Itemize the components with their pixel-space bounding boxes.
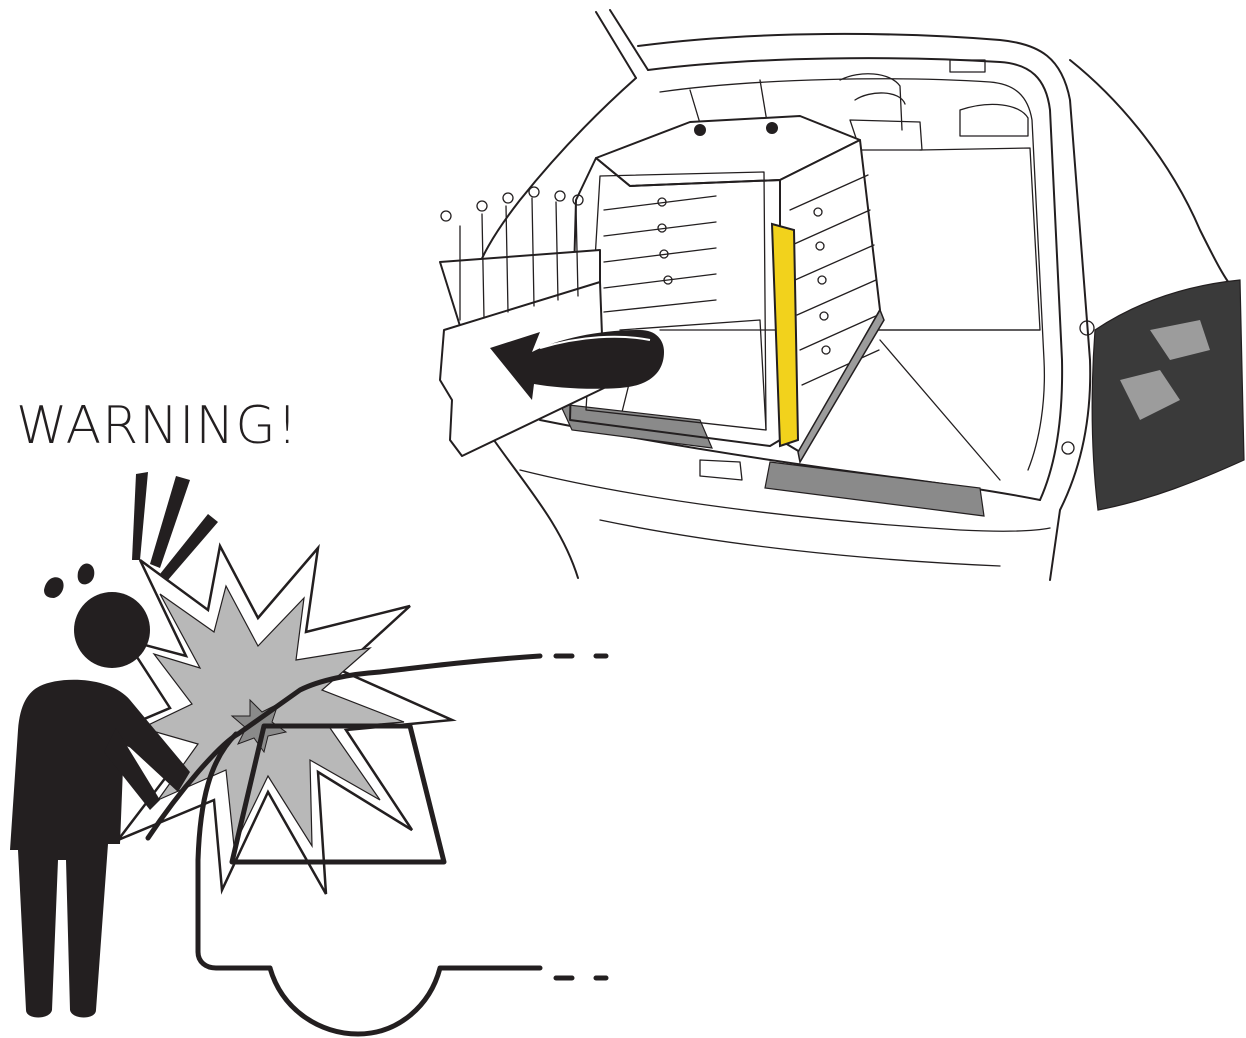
warning-heading: WARNING! <box>16 400 299 452</box>
impact-burst-icon <box>104 546 452 894</box>
sweat-drops-icon <box>44 564 94 599</box>
